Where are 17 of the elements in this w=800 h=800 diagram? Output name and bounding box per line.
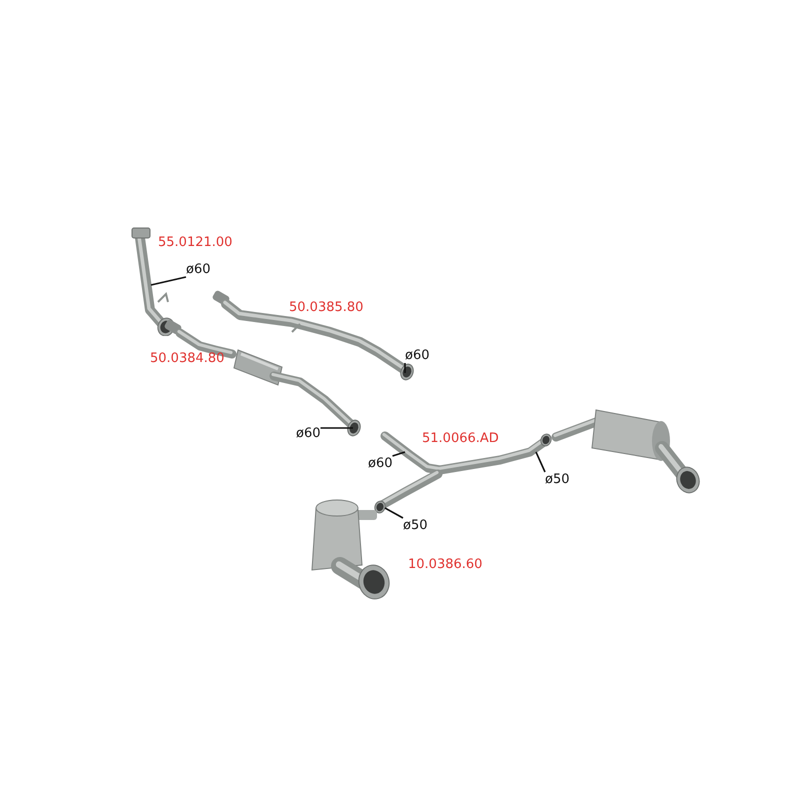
leader-line [150,276,186,286]
diameter-label: ø60 [368,456,392,471]
leader-line [320,427,353,429]
part-number: 55.0121.00 [158,236,232,249]
diameter-label: ø50 [403,518,428,533]
diameter-label: ø60 [186,262,210,277]
part-number: 10.0386.60 [408,558,482,571]
leader-line [384,507,404,519]
part-number: 50.0385.80 [289,301,364,314]
part-number: 51.0066.AD [422,432,499,445]
diameter-label: ø50 [545,472,570,487]
diameter-label: ø60 [405,348,430,363]
leader-line [392,451,406,457]
part-number: 50.0384.80 [150,352,224,365]
leader-line [404,363,406,373]
leader-line [535,452,546,472]
diameter-label: ø60 [296,426,320,441]
